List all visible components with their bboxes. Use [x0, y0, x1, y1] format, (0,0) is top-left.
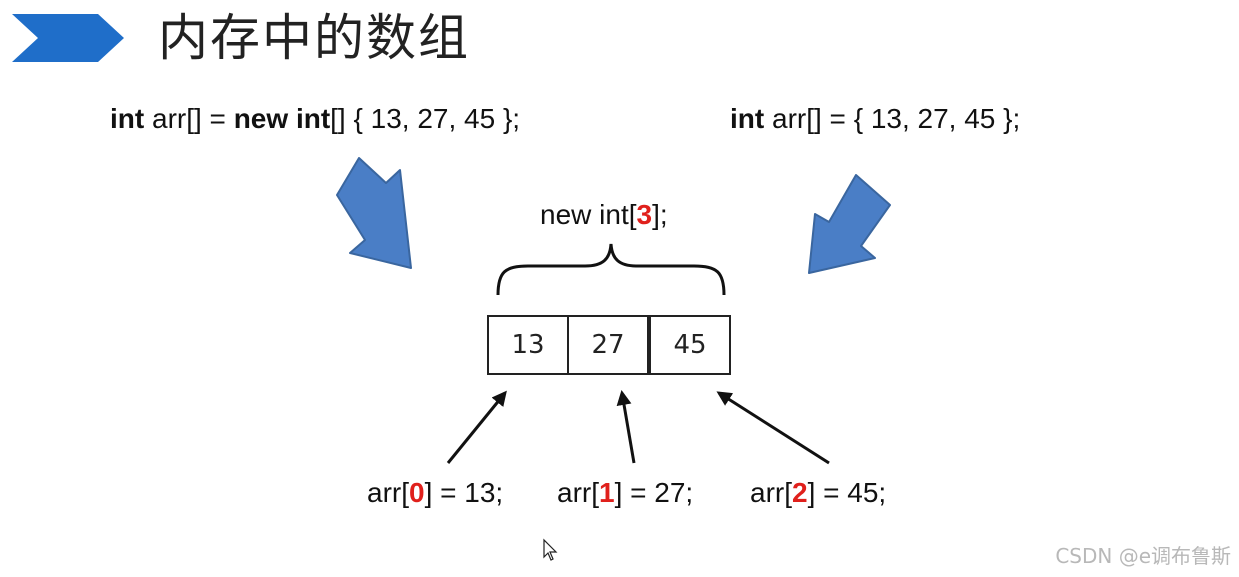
access-suffix: ] = 27;	[614, 477, 694, 508]
kw-int: int	[730, 103, 765, 134]
code-part: arr[] =	[144, 103, 234, 134]
code-part: arr[] = { 13, 27, 45 };	[764, 103, 1021, 134]
slide-title: 内存中的数组	[158, 9, 470, 67]
access-index: 1	[599, 477, 615, 508]
access-prefix: arr[	[557, 477, 599, 508]
code-short-init: int arr[] = { 13, 27, 45 };	[730, 101, 1020, 137]
access-statement-0: arr[0] = 13;	[367, 475, 503, 511]
title-chevron-icon	[12, 14, 124, 62]
array-cell-1: 27	[567, 315, 649, 375]
curly-brace	[496, 243, 726, 296]
access-prefix: arr[	[367, 477, 409, 508]
allocation-label: new int[3];	[540, 197, 668, 233]
kw-int: int	[110, 103, 145, 134]
kw-int: int	[295, 103, 331, 134]
allocation-suffix: ];	[652, 199, 668, 230]
big-arrow-left-icon	[336, 157, 412, 269]
pointer-arrow-1	[616, 390, 636, 464]
pointer-arrow-2	[716, 391, 830, 465]
access-index: 0	[409, 477, 425, 508]
access-index: 2	[792, 477, 808, 508]
access-suffix: ] = 13;	[424, 477, 504, 508]
big-arrow-right-icon	[808, 174, 891, 274]
code-part: [] { 13, 27, 45 };	[330, 103, 521, 134]
allocation-prefix: new int[	[540, 199, 637, 230]
watermark: CSDN @e调布鲁斯	[1055, 544, 1231, 568]
array-cell-2: 45	[649, 315, 731, 375]
code-new-int-init: int arr[] = new int[] { 13, 27, 45 };	[110, 101, 520, 137]
allocation-size: 3	[636, 199, 653, 230]
access-suffix: ] = 45;	[807, 477, 887, 508]
mouse-cursor-icon	[543, 538, 558, 561]
access-prefix: arr[	[750, 477, 792, 508]
kw-new: new	[233, 103, 289, 134]
pointer-arrow-0	[446, 390, 507, 464]
access-statement-1: arr[1] = 27;	[557, 475, 693, 511]
array-cell-0: 13	[487, 315, 569, 375]
access-statement-2: arr[2] = 45;	[750, 475, 886, 511]
